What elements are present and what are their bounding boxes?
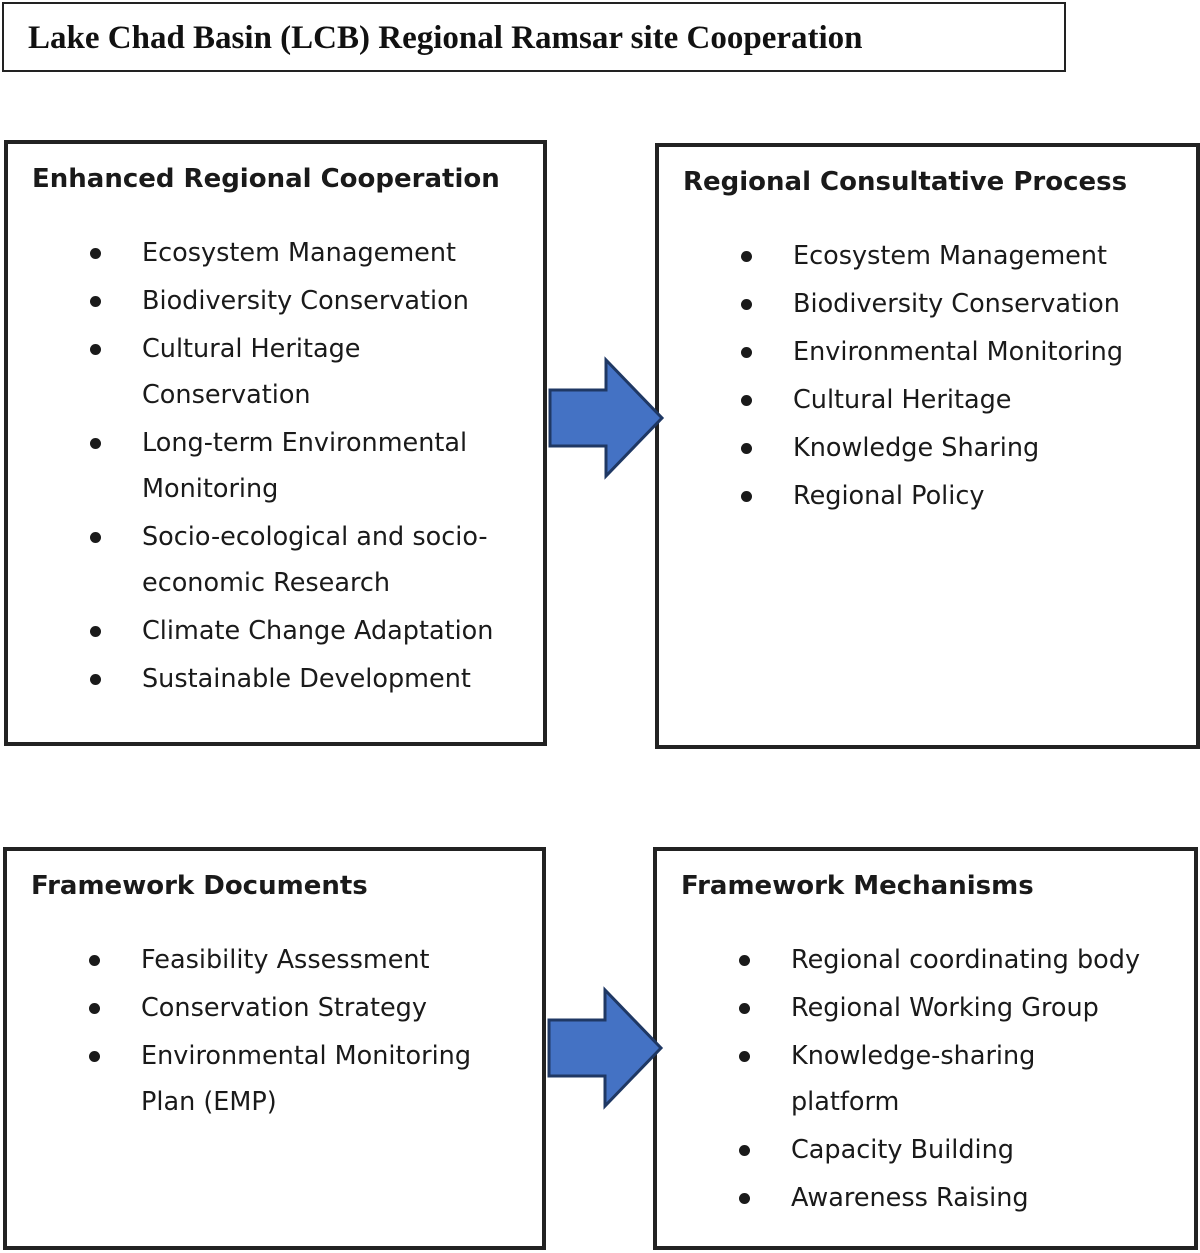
list-item: Capacity Building: [657, 1127, 1161, 1173]
bullet-icon: [90, 248, 101, 259]
bullet-icon: [90, 344, 101, 355]
bullet-icon: [739, 1051, 750, 1062]
right-arrow-icon: [547, 986, 664, 1110]
list-item-text: Knowledge Sharing: [793, 433, 1040, 463]
bullet-list: Regional coordinating body Regional Work…: [657, 937, 1161, 1223]
list-item: Environmental Monitoring: [659, 329, 1193, 375]
list-item: Regional Working Group: [657, 985, 1161, 1031]
bullet-icon: [90, 532, 101, 543]
box-heading: Framework Documents: [31, 871, 368, 901]
list-item: Regional Policy: [659, 473, 1193, 519]
bullet-icon: [741, 347, 752, 358]
list-item: Sustainable Development: [8, 656, 522, 702]
list-item-text: Cultural Heritage Conservation: [142, 334, 361, 410]
list-item: Environmental Monitoring Plan (EMP): [7, 1033, 511, 1125]
list-item: Regional coordinating body: [657, 937, 1161, 983]
bullet-icon: [741, 443, 752, 454]
list-item-text: Environmental Monitoring: [793, 337, 1124, 367]
title-box: Lake Chad Basin (LCB) Regional Ramsar si…: [2, 2, 1066, 72]
list-item: Awareness Raising: [657, 1175, 1161, 1221]
list-item-text: Capacity Building: [791, 1135, 1014, 1165]
framework-mechanisms-box: Framework Mechanisms Regional coordinati…: [653, 847, 1198, 1250]
list-item: Cultural Heritage: [659, 377, 1193, 423]
list-item: Biodiversity Conservation: [659, 281, 1193, 327]
bullet-list: Feasibility Assessment Conservation Stra…: [7, 937, 511, 1127]
diagram-title: Lake Chad Basin (LCB) Regional Ramsar si…: [28, 20, 863, 56]
box-heading: Regional Consultative Process: [683, 167, 1128, 197]
list-item: Cultural Heritage Conservation: [8, 326, 522, 418]
list-item-text: Knowledge-sharing platform: [791, 1041, 1036, 1117]
list-item-text: Biodiversity Conservation: [793, 289, 1120, 319]
list-item-text: Socio-ecological and socio-economic Rese…: [142, 522, 488, 598]
bullet-icon: [741, 299, 752, 310]
list-item-text: Environmental Monitoring Plan (EMP): [141, 1041, 472, 1117]
list-item: Biodiversity Conservation: [8, 278, 522, 324]
bullet-icon: [89, 955, 100, 966]
framework-documents-box: Framework Documents Feasibility Assessme…: [3, 847, 546, 1250]
bullet-list: Ecosystem Management Biodiversity Conser…: [8, 230, 522, 704]
list-item: Ecosystem Management: [659, 233, 1193, 279]
list-item: Climate Change Adaptation: [8, 608, 522, 654]
bullet-icon: [90, 438, 101, 449]
bullet-icon: [739, 955, 750, 966]
list-item: Knowledge Sharing: [659, 425, 1193, 471]
list-item-text: Ecosystem Management: [142, 238, 457, 268]
list-item-text: Regional Policy: [793, 481, 985, 511]
list-item-text: Climate Change Adaptation: [142, 616, 494, 646]
list-item-text: Feasibility Assessment: [141, 945, 430, 975]
list-item: Conservation Strategy: [7, 985, 511, 1031]
list-item: Ecosystem Management: [8, 230, 522, 276]
bullet-icon: [739, 1193, 750, 1204]
list-item-text: Ecosystem Management: [793, 241, 1108, 271]
list-item: Knowledge-sharing platform: [657, 1033, 1161, 1125]
list-item-text: Regional Working Group: [791, 993, 1099, 1023]
list-item: Socio-ecological and socio-economic Rese…: [8, 514, 522, 606]
box-heading: Enhanced Regional Cooperation: [32, 164, 500, 194]
bullet-icon: [90, 296, 101, 307]
bullet-icon: [741, 251, 752, 262]
list-item-text: Cultural Heritage: [793, 385, 1012, 415]
list-item: Long-term Environmental Monitoring: [8, 420, 522, 512]
box-heading: Framework Mechanisms: [681, 871, 1034, 901]
list-item-text: Sustainable Development: [142, 664, 471, 694]
list-item-text: Long-term Environmental Monitoring: [142, 428, 468, 504]
bullet-icon: [89, 1051, 100, 1062]
bullet-icon: [90, 674, 101, 685]
bullet-icon: [741, 491, 752, 502]
bullet-icon: [90, 626, 101, 637]
bullet-icon: [741, 395, 752, 406]
bullet-list: Ecosystem Management Biodiversity Conser…: [659, 233, 1193, 521]
bullet-icon: [739, 1145, 750, 1156]
list-item-text: Awareness Raising: [791, 1183, 1029, 1213]
list-item-text: Regional coordinating body: [791, 945, 1141, 975]
list-item-text: Conservation Strategy: [141, 993, 427, 1023]
bullet-icon: [739, 1003, 750, 1014]
regional-consultative-process-box: Regional Consultative Process Ecosystem …: [655, 143, 1200, 749]
list-item-text: Biodiversity Conservation: [142, 286, 469, 316]
list-item: Feasibility Assessment: [7, 937, 511, 983]
bullet-icon: [89, 1003, 100, 1014]
right-arrow-icon: [548, 356, 665, 480]
enhanced-regional-cooperation-box: Enhanced Regional Cooperation Ecosystem …: [4, 140, 547, 746]
